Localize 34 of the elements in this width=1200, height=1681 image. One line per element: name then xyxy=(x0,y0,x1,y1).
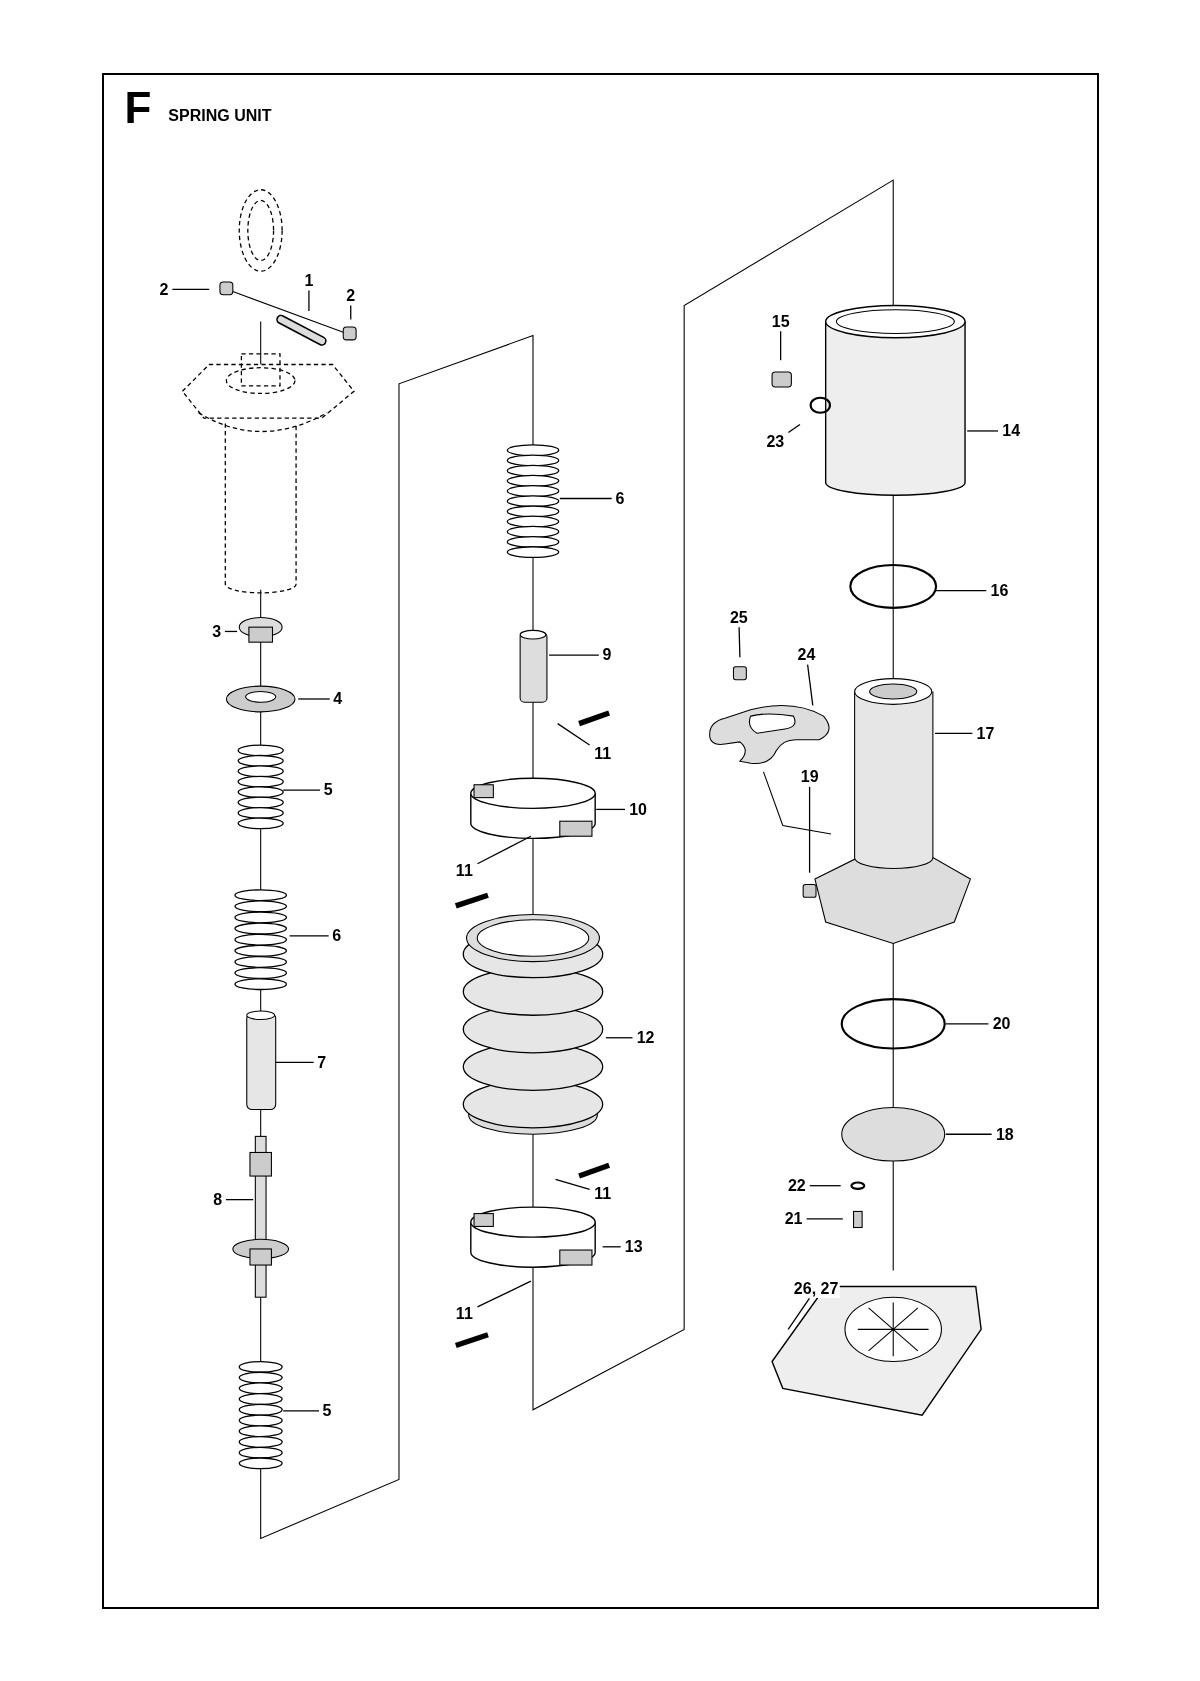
leader-line xyxy=(557,723,591,746)
leader-line xyxy=(787,1297,811,1330)
leader-line xyxy=(806,664,814,707)
callout-number: 26, 27 xyxy=(792,1280,840,1298)
section-letter: F xyxy=(124,85,152,130)
leader-line xyxy=(805,1218,844,1220)
leader-line xyxy=(308,289,310,312)
diagram-title: SPRING UNIT xyxy=(168,108,272,125)
leader-line xyxy=(289,935,330,937)
leader-line xyxy=(945,1133,993,1135)
leader-line xyxy=(602,1246,622,1248)
leader-line xyxy=(282,789,321,791)
leader-line xyxy=(808,786,811,874)
leader-line xyxy=(605,1037,634,1039)
leader-line xyxy=(595,808,626,811)
leader-line xyxy=(275,1061,315,1064)
leader-line xyxy=(787,423,801,434)
leader-line xyxy=(809,1185,842,1187)
leader-line xyxy=(780,330,782,361)
leader-line xyxy=(548,654,600,656)
leader-line xyxy=(282,1410,320,1412)
leader-line xyxy=(966,430,999,432)
leader-line xyxy=(945,1023,990,1025)
leader-line xyxy=(559,497,613,500)
leader-line xyxy=(934,732,973,734)
leader-line xyxy=(476,1280,532,1308)
leader-line xyxy=(225,1199,254,1201)
leader-line xyxy=(554,1178,591,1190)
leader-line xyxy=(297,698,331,700)
leader-line xyxy=(738,626,741,658)
leader-line xyxy=(224,630,238,633)
leader-line xyxy=(476,835,532,865)
leader-line xyxy=(171,288,210,291)
leader-line xyxy=(935,590,987,592)
